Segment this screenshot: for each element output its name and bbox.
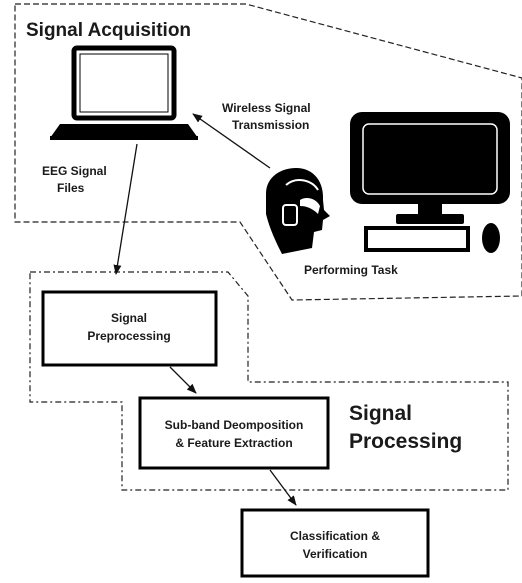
person-head-icon bbox=[266, 168, 330, 254]
eeg-label-line2: Files bbox=[57, 181, 85, 195]
preprocessing-label-line2: Preprocessing bbox=[87, 329, 170, 343]
desktop-monitor-icon bbox=[350, 112, 510, 224]
eeg-label-line1: EEG Signal bbox=[42, 164, 107, 178]
wireless-label-line1: Wireless Signal bbox=[222, 101, 311, 115]
preprocessing-arrow bbox=[169, 366, 197, 394]
mouse-icon bbox=[482, 223, 500, 253]
signal-processing-title-line1: Signal bbox=[349, 402, 412, 425]
classification-label-line2: Verification bbox=[303, 547, 368, 561]
eeg-files-arrow bbox=[113, 143, 138, 275]
signal-processing-region bbox=[29, 271, 509, 491]
wireless-label-line2: Transmission bbox=[232, 118, 309, 132]
signal-preprocessing-box: Signal Preprocessing bbox=[41, 290, 218, 367]
preprocessing-label-line1: Signal bbox=[111, 311, 147, 325]
signal-acquisition-title: Signal Acquisition bbox=[26, 20, 191, 41]
wireless-arrow bbox=[192, 113, 271, 169]
keyboard-icon bbox=[364, 226, 470, 252]
signal-processing-title-line2: Processing bbox=[349, 430, 462, 453]
subband-decomposition-box: Sub-band Deomposition & Feature Extracti… bbox=[138, 396, 330, 470]
signal-acquisition-region bbox=[14, 3, 522, 301]
classification-label-line1: Classification & bbox=[290, 529, 380, 543]
subband-label-line1: Sub-band Deomposition bbox=[165, 418, 304, 432]
performing-task-label: Performing Task bbox=[304, 263, 398, 277]
laptop-icon bbox=[50, 45, 198, 140]
feature-arrow bbox=[269, 469, 297, 506]
classification-verification-box: Classification & Verification bbox=[240, 508, 430, 578]
subband-label-line2: & Feature Extraction bbox=[175, 436, 292, 450]
